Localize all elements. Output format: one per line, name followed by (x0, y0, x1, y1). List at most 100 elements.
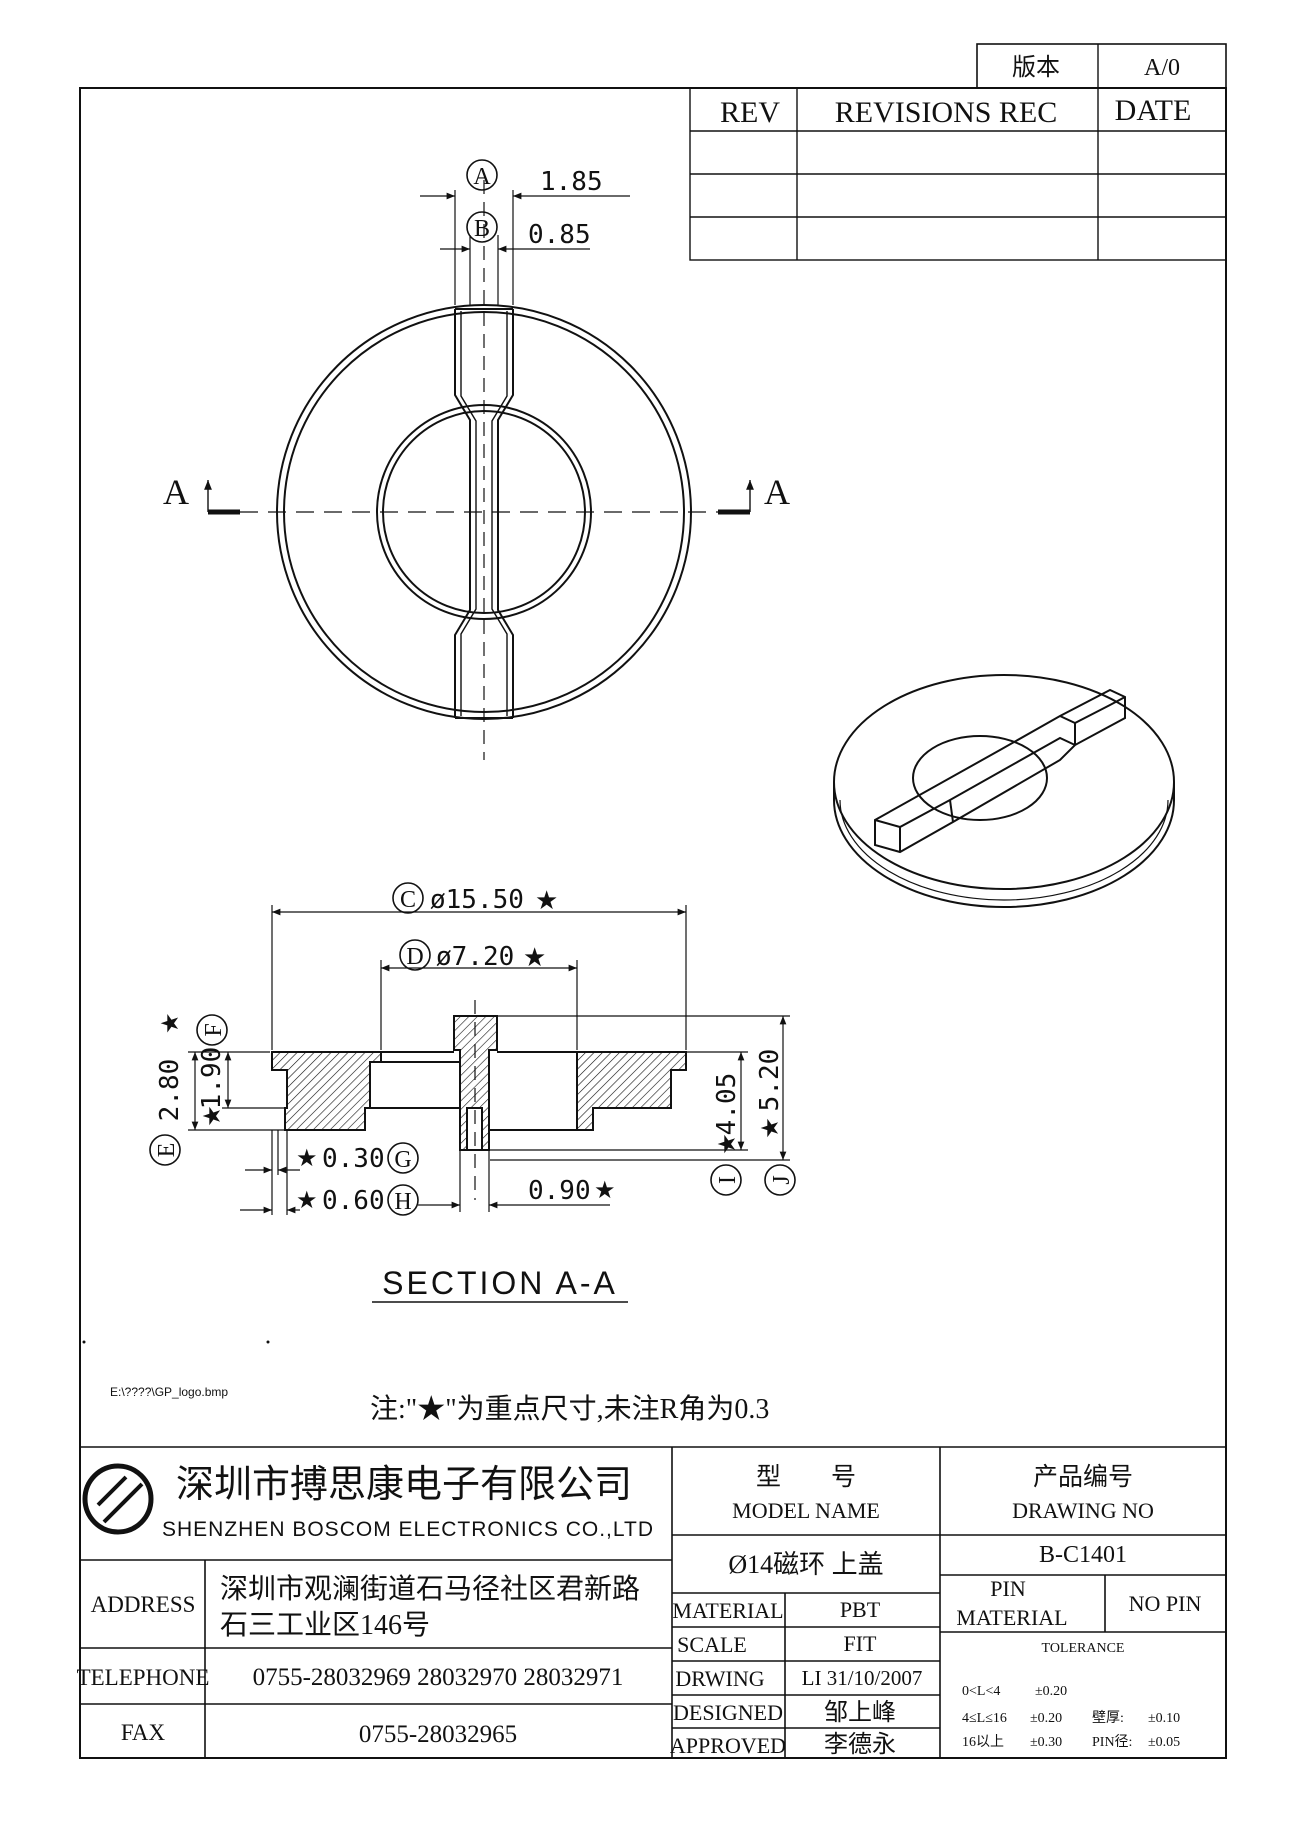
title-block (80, 1446, 1226, 1758)
section-view (271, 1015, 687, 1151)
tol-r3b: ±0.30 (1030, 1735, 1062, 1750)
pin-label-2: MATERIAL (956, 1605, 1067, 1630)
dim-c-value: ø15.50 (430, 885, 524, 915)
fax-label: FAX (121, 1720, 166, 1745)
tol-r2b: ±0.20 (1030, 1711, 1062, 1726)
model-label-cn: 型 号 (756, 1463, 856, 1491)
date-header: DATE (1115, 94, 1192, 127)
dim-i-value: 4.05 (712, 1073, 742, 1136)
tol-r3a: 16以上 (962, 1734, 1004, 1750)
dim-h-star: ★ (296, 1187, 318, 1214)
tol-r1b: ±0.20 (1035, 1684, 1067, 1699)
dim-g-value: 0.30 (322, 1144, 385, 1174)
top-view-centerlines (240, 180, 730, 760)
drawing-label-cn: 产品编号 (1033, 1463, 1133, 1491)
balloon-e (149, 1134, 181, 1166)
section-marker-right: A (718, 472, 790, 515)
tol-r1a: 0<L<4 (962, 1684, 1000, 1699)
dim-b-value: 0.85 (528, 220, 591, 250)
address-line2: 石三工业区146号 (220, 1610, 430, 1641)
pin-label-1: PIN (990, 1576, 1026, 1601)
section-mark-left: A (163, 472, 189, 512)
rev-header: REV (720, 96, 780, 129)
telephone-value: 0755-28032969 28032970 28032971 (253, 1664, 624, 1691)
dim-i-star: ★ (714, 1133, 741, 1155)
tol-r2c: 壁厚: (1092, 1710, 1124, 1726)
version-value: A/0 (1144, 55, 1180, 81)
company-cn: 深圳市搏思康电子有限公司 (176, 1464, 632, 1506)
section-mark-right: A (764, 472, 790, 512)
dim-j-value: 5.20 (755, 1049, 785, 1112)
drawing-value: B-C1401 (1039, 1542, 1127, 1568)
dim-b-letter: B (474, 216, 490, 242)
designed-label: DESIGNED (673, 1700, 783, 1725)
dim-f-value: 1.90 (197, 1047, 227, 1110)
balloon-c (392, 882, 424, 914)
dim-c-letter: C (400, 887, 416, 913)
dim-c-star: ★ (535, 885, 558, 915)
fax-value: 0755-28032965 (359, 1721, 517, 1748)
tol-r3d: ±0.05 (1148, 1735, 1180, 1750)
drwing-value: LI 31/10/2007 (802, 1666, 923, 1690)
dim-e-value: 2.80 (155, 1059, 185, 1122)
scale-label: SCALE (677, 1632, 747, 1657)
dim-e-letter: E (154, 1143, 180, 1158)
dim-j-star: ★ (757, 1117, 784, 1139)
logo-path: E:\????\GP_logo.bmp (110, 1385, 228, 1399)
section-title: SECTION A-A (382, 1265, 618, 1301)
dim-k-star: ★ (594, 1177, 616, 1204)
pin-value: NO PIN (1129, 1591, 1202, 1616)
note-text: 注:"★"为重点尺寸,未注R角为0.3 (370, 1393, 769, 1425)
dim-a-letter: A (473, 164, 491, 190)
dim-f-letter: F (201, 1023, 227, 1036)
dim-i-letter: I (715, 1176, 741, 1184)
model-value: Ø14磁环 上盖 (728, 1550, 883, 1579)
company-logo (82, 1463, 154, 1535)
revisions-rec-header: REVISIONS REC (835, 96, 1058, 129)
revisions-table (689, 87, 1227, 261)
dim-k-value: 0.90 (528, 1176, 591, 1206)
approved-label: APPROVED (670, 1733, 786, 1758)
material-label: MATERIAL (672, 1598, 783, 1623)
balloon-h (387, 1184, 419, 1216)
drawing-label-en: DRAWING NO (1012, 1498, 1154, 1523)
dim-d-letter: D (406, 944, 423, 970)
balloon-i (710, 1164, 742, 1196)
balloon-b (466, 211, 498, 243)
dim-a-value: 1.85 (540, 167, 603, 197)
material-value: PBT (840, 1597, 881, 1622)
designed-value: 邹上峰 (824, 1699, 896, 1726)
version-box: 版本 A/0 (976, 43, 1227, 89)
balloon-d (399, 939, 431, 971)
dim-g-star: ★ (296, 1145, 318, 1172)
model-label-en: MODEL NAME (732, 1498, 880, 1523)
tol-r2a: 4≤L≤16 (962, 1711, 1007, 1726)
version-label: 版本 (1012, 54, 1060, 81)
dim-d-star: ★ (523, 942, 546, 972)
isometric-view (833, 674, 1175, 908)
sheet-border (79, 87, 1227, 1759)
address-line1: 深圳市观澜街道石马径社区君新路 (220, 1573, 640, 1605)
balloon-f (196, 1014, 228, 1046)
telephone-label: TELEPHONE (77, 1665, 210, 1690)
address-label: ADDRESS (91, 1592, 196, 1617)
dim-f-star: ★ (199, 1105, 226, 1127)
dim-j-letter: J (769, 1175, 795, 1184)
balloon-g (387, 1142, 419, 1174)
tol-r3c: PIN径: (1092, 1734, 1132, 1750)
approved-value: 李德永 (824, 1731, 896, 1758)
dim-d-value: ø7.20 (436, 942, 514, 972)
dim-h-value: 0.60 (322, 1186, 385, 1216)
tol-r2d: ±0.10 (1148, 1711, 1180, 1726)
dim-e-star: ★ (157, 1012, 184, 1034)
section-marker-left: A (163, 472, 240, 515)
tolerance-title: TOLERANCE (1042, 1641, 1125, 1656)
dim-g-letter: G (394, 1147, 411, 1173)
scale-value: FIT (844, 1631, 878, 1656)
balloon-j (764, 1164, 796, 1196)
dim-h-letter: H (394, 1189, 411, 1215)
balloon-a (466, 159, 498, 191)
drwing-label: DRWING (675, 1666, 764, 1691)
company-en: SHENZHEN BOSCOM ELECTRONICS CO.,LTD (162, 1518, 654, 1541)
